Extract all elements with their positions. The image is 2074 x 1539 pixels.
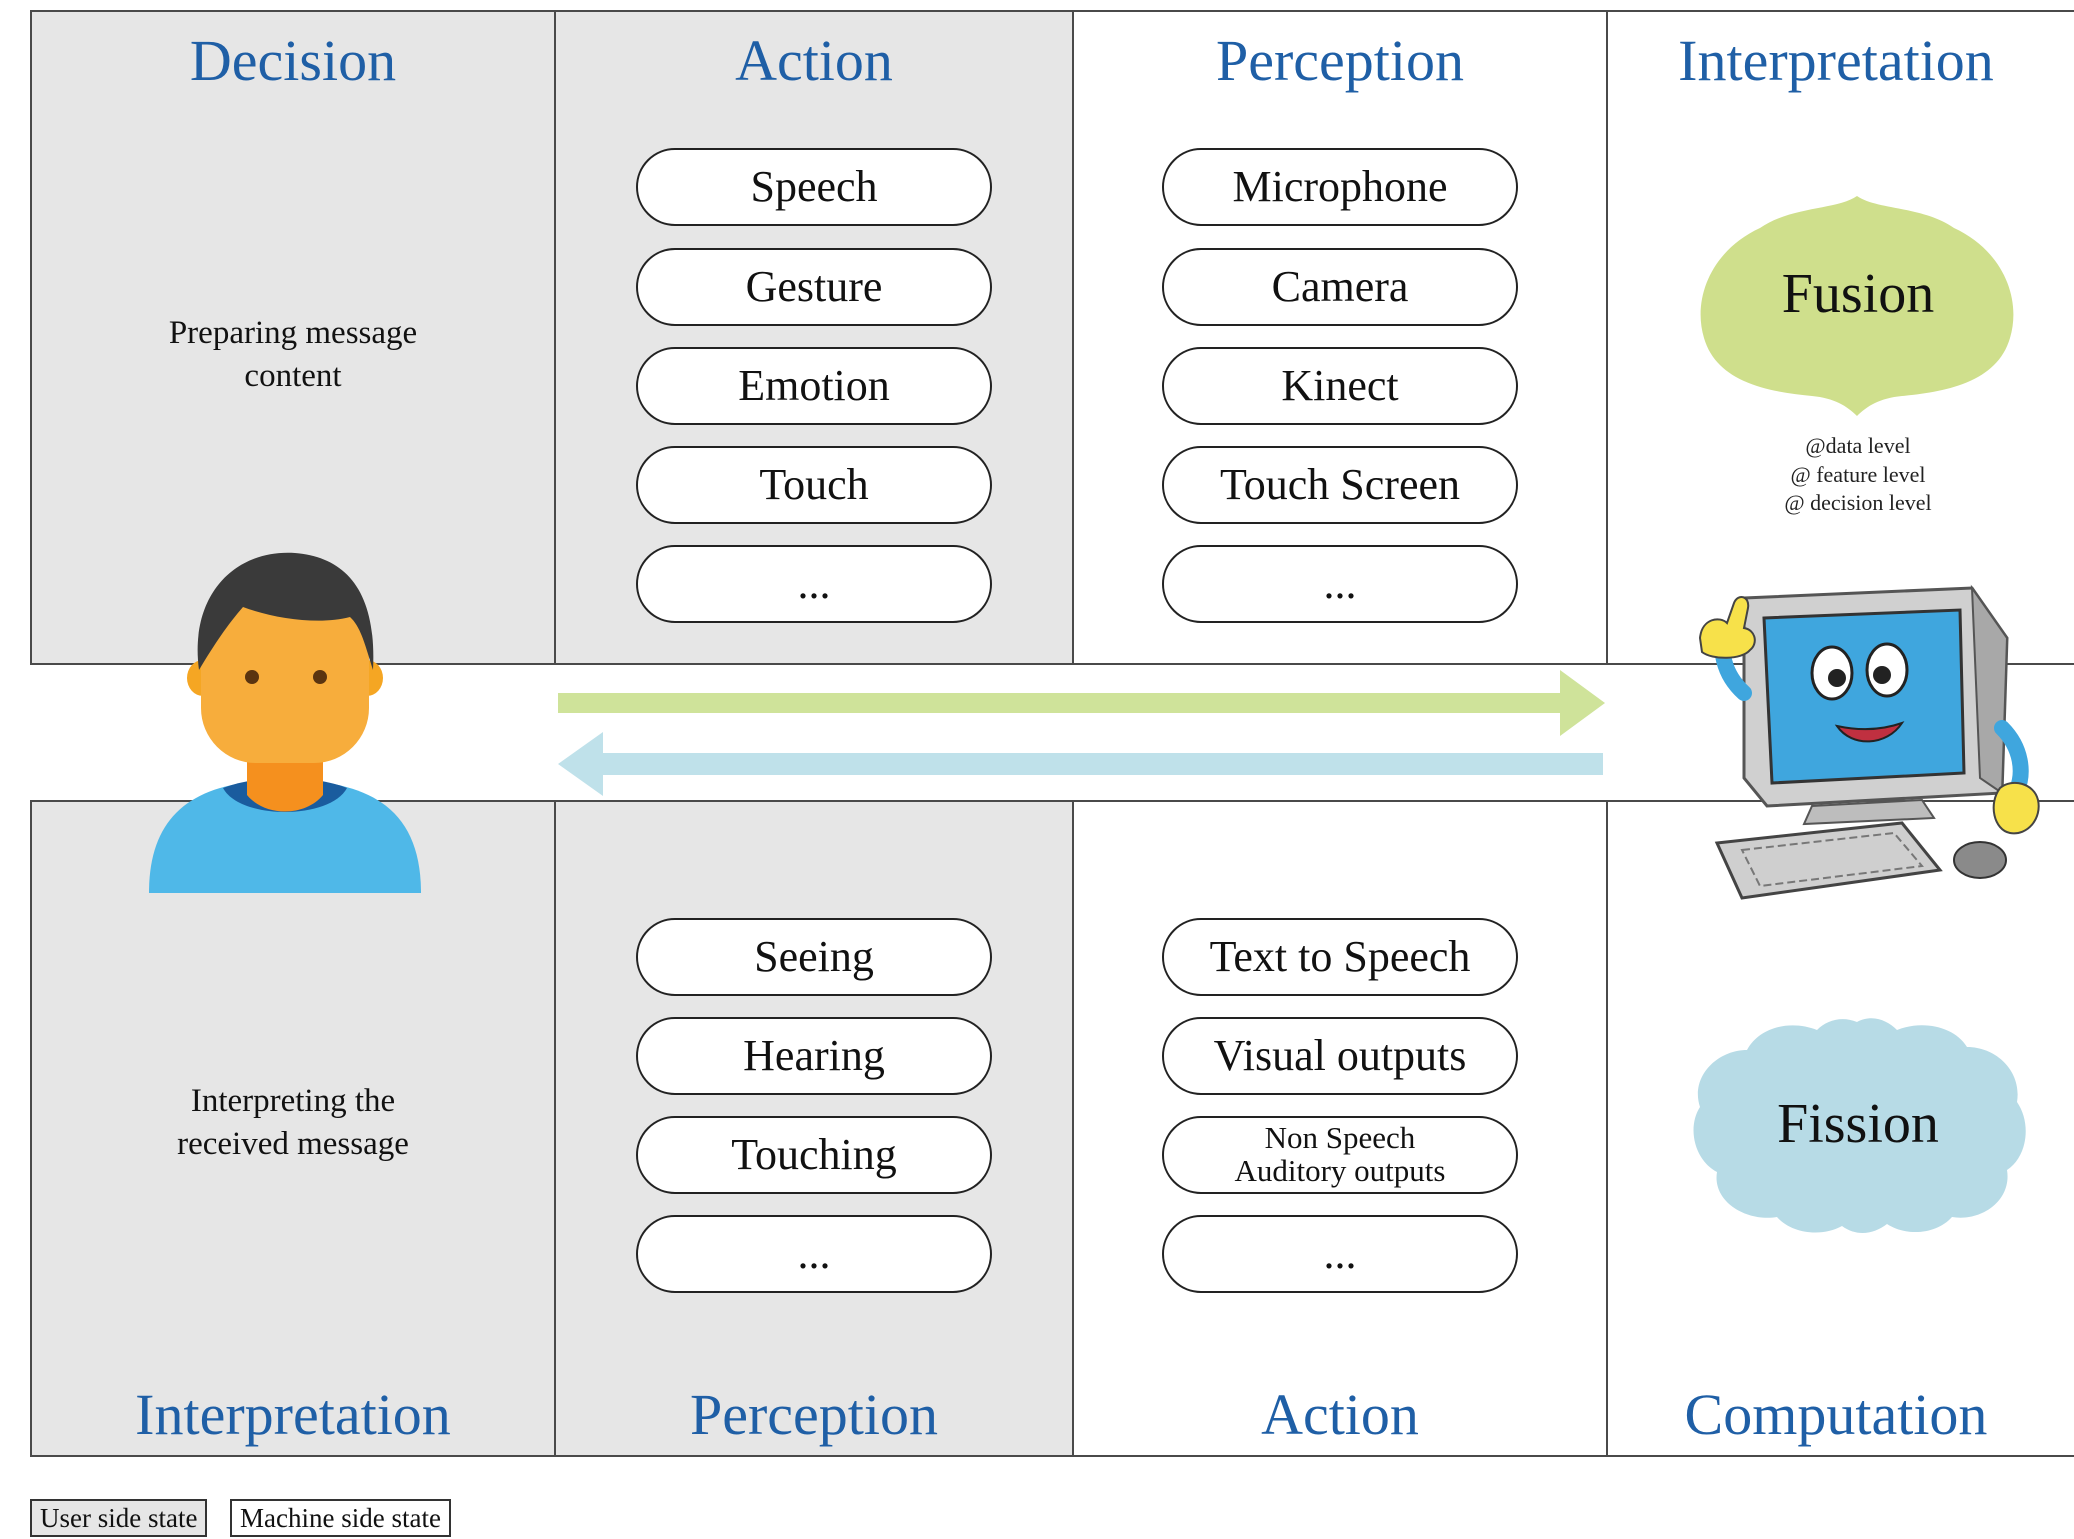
perception-more: ... [1162,545,1518,623]
arrow-left-icon [558,732,1603,796]
legend-user-label: User side state [40,1502,198,1533]
top-action-cell: Action Speech Gesture Emotion Touch ... [554,10,1074,665]
top-decision-note-line-1: Preparing message [168,315,418,351]
top-perception-title: Perception [1215,28,1465,93]
legend-machine-label: Machine side state [240,1502,441,1533]
action-visual-outputs: Visual outputs [1162,1017,1518,1095]
bottom-action-title: Action [1261,1382,1419,1447]
action-non-speech-auditory: Non Speech Auditory outputs [1162,1116,1518,1194]
fusion-level-decision: @ decision level [1784,490,1932,516]
bottom-interpretation-cell: Interpreting the received message Interp… [30,800,556,1457]
bottom-interpretation-note: Interpreting the received message [32,1080,554,1166]
perception-hearing: Hearing [636,1017,992,1095]
bottom-perception-title: Perception [689,1382,939,1447]
bottom-computation-title: Computation [1684,1382,1988,1447]
arrow-right-icon [558,670,1605,736]
perception-microphone: Microphone [1162,148,1518,226]
perception-kinect: Kinect [1162,347,1518,425]
action-touch: Touch [636,446,992,524]
fission-cloud-icon [1693,1018,2026,1233]
fusion-label: Fusion [1781,263,1935,325]
fusion-levels: @data level @ feature level @ decision l… [1608,432,2074,518]
bottom-perception-cell: Seeing Hearing Touching ... Perception [554,800,1074,1457]
perception-bottom-more: ... [636,1215,992,1293]
bottom-computation-cell: Fission Computation [1606,800,2074,1457]
top-interpretation-title: Interpretation [1678,28,1994,93]
action-speech: Speech [636,148,992,226]
action-text-to-speech: Text to Speech [1162,918,1518,996]
bottom-action-cell: Text to Speech Visual outputs Non Speech… [1072,800,1608,1457]
perception-touching: Touching [636,1116,992,1194]
top-perception-cell: Perception Microphone Camera Kinect Touc… [1072,10,1608,665]
perception-touch-screen: Touch Screen [1162,446,1518,524]
bottom-interpretation-note-line-2: received message [177,1125,409,1162]
top-decision-note-line-2: content [244,357,342,394]
bottom-interpretation-title: Interpretation [135,1382,451,1447]
top-decision-note: Preparing message content [32,312,554,398]
top-interpretation-cell: Interpretation Fusion @data level @ feat… [1606,10,2074,665]
legend-machine-side: Machine side state [230,1499,451,1537]
action-bottom-more: ... [1162,1215,1518,1293]
fusion-blob-icon [1700,196,2014,416]
fission-label: Fission [1777,1093,1939,1155]
perception-camera: Camera [1162,248,1518,326]
cartoon-computer-icon [1698,584,2040,900]
fusion-level-feature: @ feature level [1790,461,1926,487]
top-decision-title: Decision [189,28,397,93]
action-gesture: Gesture [636,248,992,326]
action-emotion: Emotion [636,347,992,425]
user-avatar-icon [149,552,421,893]
action-more: ... [636,545,992,623]
perception-seeing: Seeing [636,918,992,996]
fusion-level-data: @data level [1805,433,1911,458]
arrows-layer [558,670,1605,796]
legend-user-side: User side state [30,1499,208,1537]
top-action-title: Action [735,28,893,93]
bottom-interpretation-note-line-1: Interpreting the [190,1083,396,1119]
